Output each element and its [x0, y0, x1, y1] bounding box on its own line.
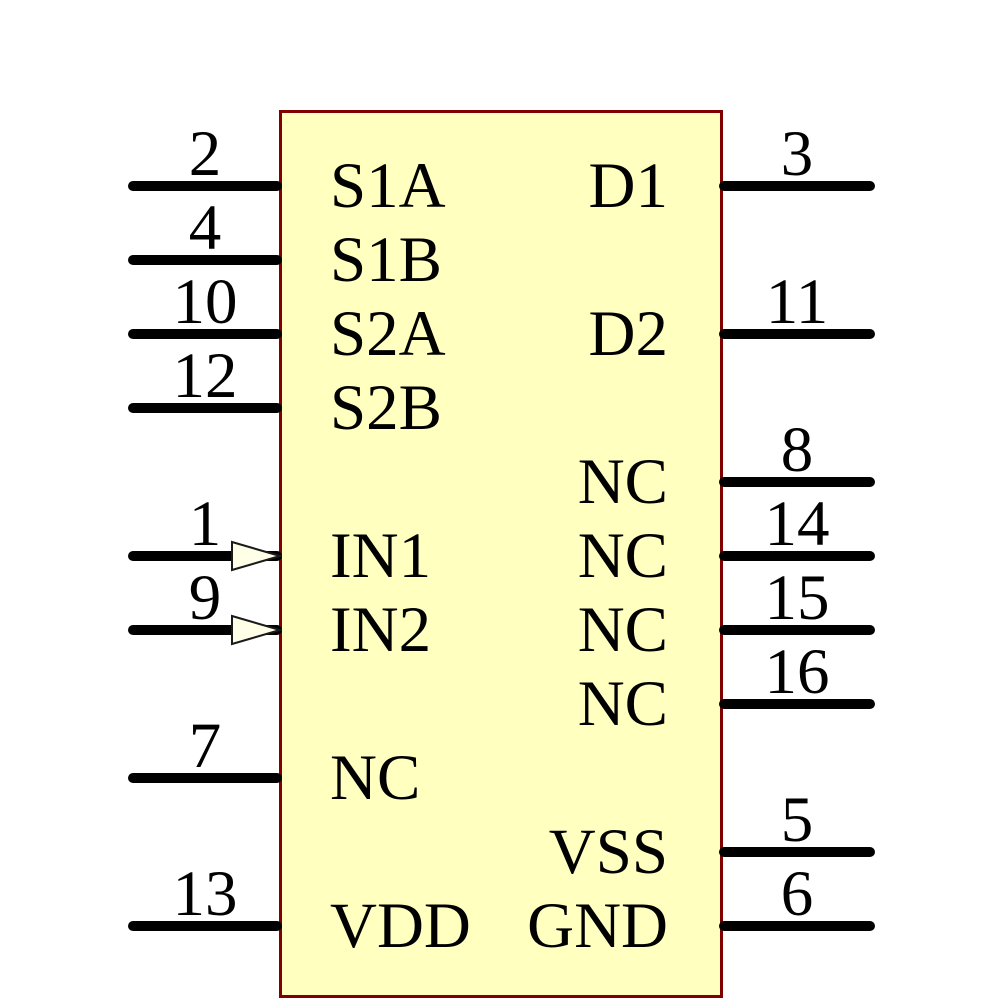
pin-label-in2-9: IN2 — [330, 594, 432, 666]
pin-number-10: 10 — [172, 266, 238, 338]
pin-label-s1b-4: S1B — [330, 224, 443, 296]
pin-number-1: 1 — [188, 488, 222, 560]
pin-number-13: 13 — [172, 858, 238, 930]
pin-label-nc-15: NC — [577, 594, 668, 666]
ic-body — [279, 110, 723, 998]
input-arrow-icon — [231, 614, 282, 646]
pin-number-2: 2 — [188, 118, 222, 190]
pin-label-d2-11: D2 — [588, 298, 668, 370]
pin-number-5: 5 — [780, 784, 814, 856]
pin-label-in1-1: IN1 — [330, 520, 432, 592]
pin-number-14: 14 — [764, 488, 830, 560]
pin-line-6 — [719, 921, 875, 931]
pin-line-7 — [128, 773, 282, 783]
pin-number-16: 16 — [764, 636, 830, 708]
pin-label-d1-3: D1 — [588, 150, 668, 222]
pin-line-10 — [128, 329, 282, 339]
pin-line-1 — [128, 551, 282, 561]
pin-number-11: 11 — [765, 266, 829, 338]
pin-line-5 — [719, 847, 875, 857]
pin-number-8: 8 — [780, 414, 814, 486]
pin-line-2 — [128, 181, 282, 191]
pin-line-14 — [719, 551, 875, 561]
pin-label-nc-8: NC — [577, 446, 668, 518]
pin-number-3: 3 — [780, 118, 814, 190]
pin-label-nc-14: NC — [577, 520, 668, 592]
pin-line-4 — [128, 255, 282, 265]
pin-label-vdd-13: VDD — [330, 890, 471, 962]
pin-line-3 — [719, 181, 875, 191]
pin-number-9: 9 — [188, 562, 222, 634]
pin-label-nc-16: NC — [577, 668, 668, 740]
pin-line-15 — [719, 625, 875, 635]
pin-label-s1a-2: S1A — [330, 150, 446, 222]
pin-line-13 — [128, 921, 282, 931]
input-arrow-icon — [231, 540, 282, 572]
pin-label-s2b-12: S2B — [330, 372, 443, 444]
pin-number-7: 7 — [188, 710, 222, 782]
pin-number-6: 6 — [780, 858, 814, 930]
pin-label-nc-7: NC — [330, 742, 421, 814]
pin-line-11 — [719, 329, 875, 339]
pin-number-4: 4 — [188, 192, 222, 264]
pin-line-12 — [128, 403, 282, 413]
pin-line-16 — [719, 699, 875, 709]
pin-number-12: 12 — [172, 340, 238, 412]
pin-label-vss-5: VSS — [548, 816, 668, 888]
pin-label-gnd-6: GND — [527, 890, 668, 962]
pin-line-9 — [128, 625, 282, 635]
pin-label-s2a-10: S2A — [330, 298, 446, 370]
pin-line-8 — [719, 477, 875, 487]
pin-number-15: 15 — [764, 562, 830, 634]
